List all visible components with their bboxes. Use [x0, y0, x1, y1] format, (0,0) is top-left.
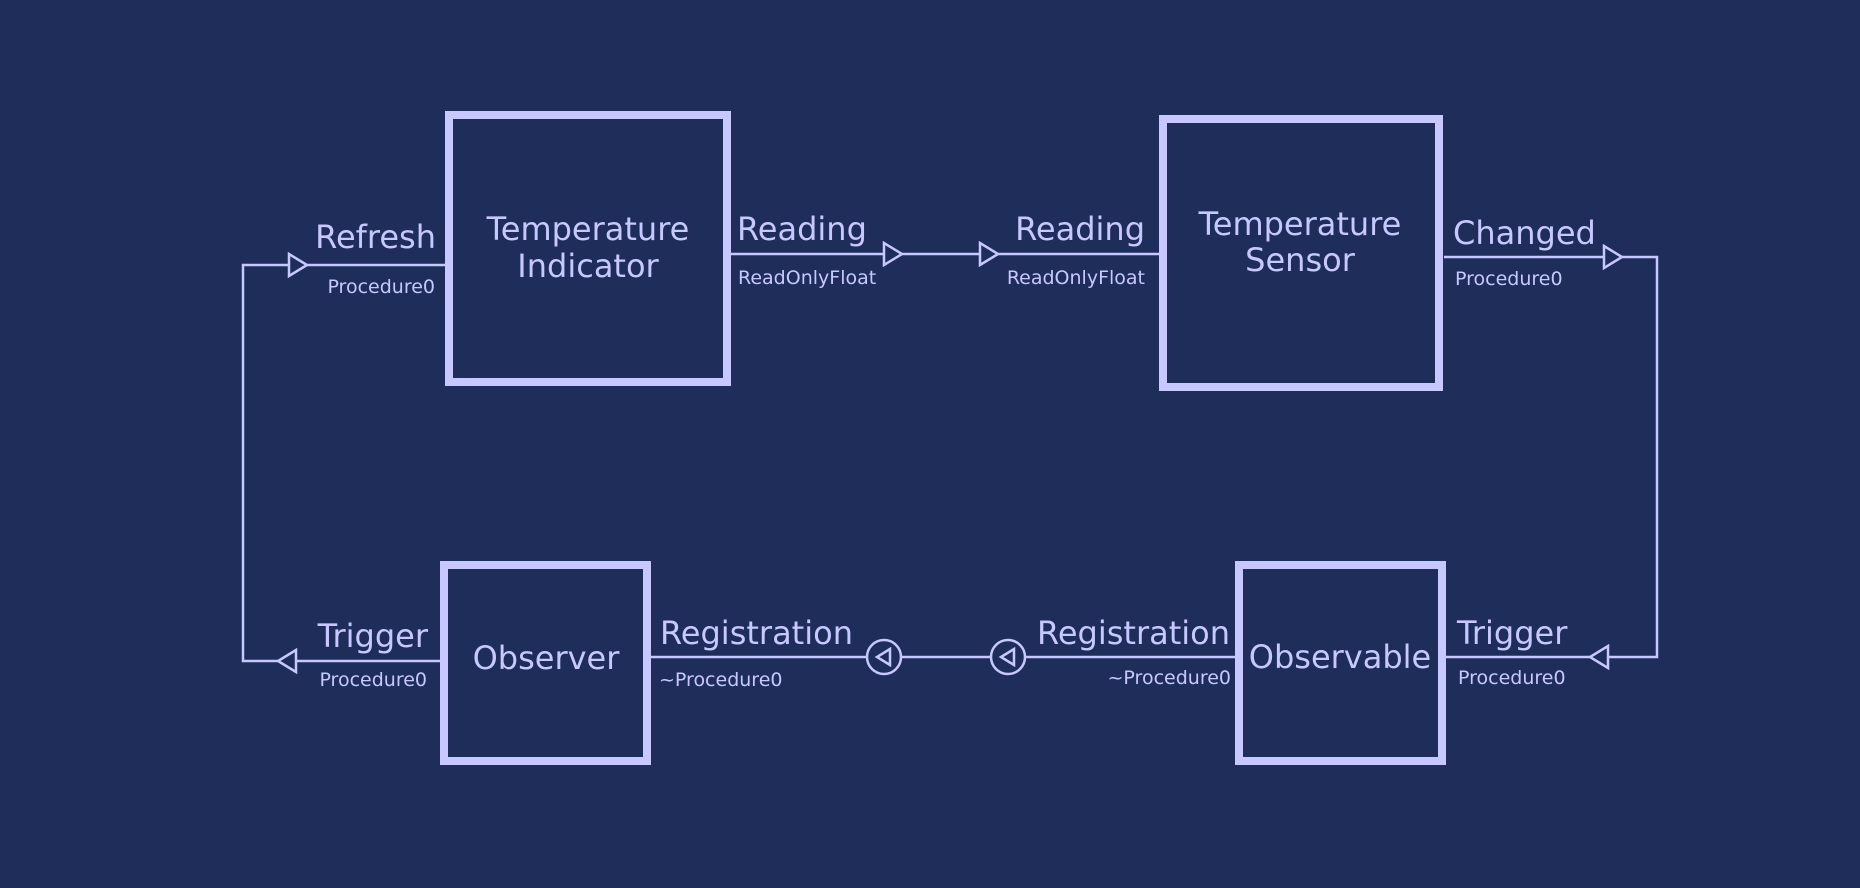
refresh-port-name: Refresh	[315, 218, 436, 256]
observer-registration-port-type: ~Procedure0	[659, 669, 782, 691]
observer-trigger-port-triangle-icon[interactable]	[275, 647, 298, 675]
changed-port-name: Changed	[1453, 214, 1596, 252]
indicator-reading-port-name: Reading	[737, 210, 867, 248]
changed-port-triangle-icon[interactable]	[1602, 243, 1625, 271]
temperature-sensor-label-line2: Sensor	[1245, 241, 1356, 279]
observer-registration-port-icon[interactable]	[865, 638, 903, 676]
connector-changed-to-trigger[interactable]	[1444, 255, 1659, 659]
observable-registration-port-icon[interactable]	[989, 638, 1027, 676]
temperature-indicator-box[interactable]	[445, 111, 731, 386]
sensor-reading-port-type: ReadOnlyFloat	[1007, 267, 1145, 289]
block-observer[interactable]: Observer	[440, 561, 651, 765]
observable-trigger-port-name: Trigger	[1456, 614, 1568, 652]
observable-registration-port-name: Registration	[1037, 614, 1230, 652]
indicator-reading-port-triangle-icon[interactable]	[882, 240, 905, 268]
block-temperature-indicator[interactable]: Temperature Indicator	[445, 111, 731, 386]
temperature-sensor-box[interactable]	[1159, 115, 1443, 391]
sensor-reading-port-name: Reading	[1015, 210, 1145, 248]
temperature-indicator-label-line2: Indicator	[517, 247, 659, 285]
refresh-port-triangle-icon[interactable]	[287, 251, 310, 279]
observer-label: Observer	[473, 639, 621, 677]
observable-registration-port-type: ~Procedure0	[1108, 667, 1231, 689]
temperature-sensor-label-line1: Temperature	[1198, 205, 1402, 243]
observable-label: Observable	[1249, 638, 1431, 676]
observable-box[interactable]	[1235, 561, 1446, 765]
temperature-indicator-label-line1: Temperature	[486, 210, 690, 248]
block-observable[interactable]: Observable	[1235, 561, 1446, 765]
sensor-reading-port-triangle-icon[interactable]	[978, 240, 1001, 268]
observer-registration-port-name: Registration	[660, 614, 853, 652]
observer-trigger-port-name: Trigger	[317, 617, 429, 655]
indicator-reading-port-type: ReadOnlyFloat	[738, 267, 876, 289]
block-temperature-sensor[interactable]: Temperature Sensor	[1159, 115, 1443, 391]
observable-trigger-port-triangle-icon[interactable]	[1587, 643, 1610, 671]
connector-trigger-to-refresh[interactable]	[241, 263, 448, 663]
changed-port-type: Procedure0	[1455, 268, 1563, 290]
refresh-port-type: Procedure0	[327, 276, 435, 298]
observable-trigger-port-type: Procedure0	[1458, 667, 1566, 689]
observer-trigger-port-type: Procedure0	[319, 669, 427, 691]
observer-box[interactable]	[440, 561, 651, 765]
